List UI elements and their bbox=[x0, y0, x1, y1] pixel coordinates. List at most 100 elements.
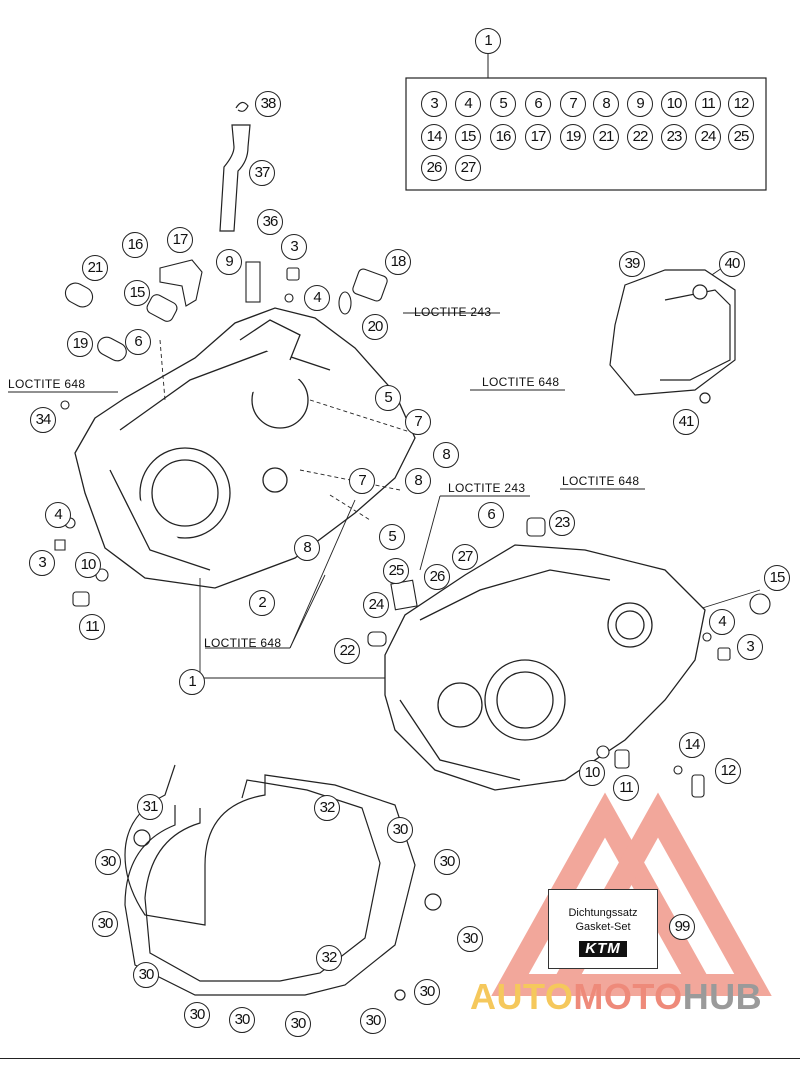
callout-30c: 30 bbox=[434, 849, 460, 875]
kit-ref-4: 4 bbox=[455, 91, 481, 117]
kit-ref-10: 10 bbox=[661, 91, 687, 117]
kit-ref-25: 25 bbox=[728, 124, 754, 150]
callout-15b: 15 bbox=[764, 565, 790, 591]
callout-3c: 3 bbox=[737, 634, 763, 660]
callout-23: 23 bbox=[549, 510, 575, 536]
watermark-part-moto: MOTO bbox=[573, 976, 683, 1017]
callout-37: 37 bbox=[249, 160, 275, 186]
callout-6b: 6 bbox=[478, 502, 504, 528]
watermark-part-auto: AUTO bbox=[470, 976, 574, 1017]
callout-1-bottom: 1 bbox=[179, 669, 205, 695]
callout-39: 39 bbox=[619, 251, 645, 277]
callout-11b: 11 bbox=[613, 775, 639, 801]
kit-ref-27: 27 bbox=[455, 155, 481, 181]
callout-40: 40 bbox=[719, 251, 745, 277]
kit-box-frame bbox=[405, 77, 767, 191]
kit-ref-21: 21 bbox=[593, 124, 619, 150]
kit-ref-11: 11 bbox=[695, 91, 721, 117]
kit-ref-3: 3 bbox=[421, 91, 447, 117]
callout-30g: 30 bbox=[414, 979, 440, 1005]
kit-ref-26: 26 bbox=[421, 155, 447, 181]
callout-9: 9 bbox=[216, 249, 242, 275]
callout-19: 19 bbox=[67, 331, 93, 357]
loctite-243-top: LOCTITE 243 bbox=[414, 305, 492, 319]
callout-30h: 30 bbox=[184, 1002, 210, 1028]
callout-30j: 30 bbox=[285, 1011, 311, 1037]
watermark-text: AUTOMOTOHUB bbox=[470, 976, 762, 1018]
callout-30b: 30 bbox=[95, 849, 121, 875]
callout-32a: 32 bbox=[314, 795, 340, 821]
loctite-648-left: LOCTITE 648 bbox=[8, 377, 86, 391]
callout-4b: 4 bbox=[45, 502, 71, 528]
loctite-243-mid: LOCTITE 243 bbox=[448, 481, 526, 495]
callout-21: 21 bbox=[82, 255, 108, 281]
callout-3b: 3 bbox=[29, 550, 55, 576]
callout-7a: 7 bbox=[405, 409, 431, 435]
kit-ref-8: 8 bbox=[593, 91, 619, 117]
kit-ref-22: 22 bbox=[627, 124, 653, 150]
kit-ref-5: 5 bbox=[490, 91, 516, 117]
ignition-cover bbox=[609, 269, 736, 404]
callout-30i: 30 bbox=[229, 1007, 255, 1033]
callout-4c: 4 bbox=[709, 609, 735, 635]
callout-25: 25 bbox=[383, 558, 409, 584]
callout-26: 26 bbox=[424, 564, 450, 590]
callout-31: 31 bbox=[137, 794, 163, 820]
callout-10a: 10 bbox=[75, 552, 101, 578]
callout-36: 36 bbox=[257, 209, 283, 235]
kit-ref-23: 23 bbox=[661, 124, 687, 150]
callout-14: 14 bbox=[679, 732, 705, 758]
callout-8c: 8 bbox=[294, 535, 320, 561]
callout-11a: 11 bbox=[79, 614, 105, 640]
gasket-set-box: Dichtungssatz Gasket-Set KTM bbox=[548, 889, 658, 969]
kit-ref-24: 24 bbox=[695, 124, 721, 150]
crankcase-gasket bbox=[124, 764, 442, 1001]
callout-5a: 5 bbox=[375, 385, 401, 411]
left-crankcase-half bbox=[74, 307, 416, 589]
callout-27: 27 bbox=[452, 544, 478, 570]
oil-pipe bbox=[219, 101, 251, 232]
right-half-small-parts bbox=[367, 517, 771, 798]
callout-99: 99 bbox=[669, 914, 695, 940]
callout-30a: 30 bbox=[387, 817, 413, 843]
callout-41: 41 bbox=[673, 409, 699, 435]
kit-ref-15: 15 bbox=[455, 124, 481, 150]
callout-7b: 7 bbox=[349, 468, 375, 494]
callout-38: 38 bbox=[255, 91, 281, 117]
callout-20: 20 bbox=[362, 314, 388, 340]
callout-10b: 10 bbox=[579, 760, 605, 786]
kit-ref-14: 14 bbox=[421, 124, 447, 150]
right-crankcase-half bbox=[384, 544, 706, 791]
callout-30d: 30 bbox=[92, 911, 118, 937]
callout-3a: 3 bbox=[281, 234, 307, 260]
loctite-648-bottom: LOCTITE 648 bbox=[204, 636, 282, 650]
callout-30e: 30 bbox=[457, 926, 483, 952]
loctite-648-mid: LOCTITE 648 bbox=[562, 474, 640, 488]
callout-4a: 4 bbox=[304, 285, 330, 311]
kit-header-ref-1: 1 bbox=[475, 28, 501, 54]
left-half-small-parts bbox=[54, 259, 388, 607]
callout-8b: 8 bbox=[405, 468, 431, 494]
kit-ref-16: 16 bbox=[490, 124, 516, 150]
kit-ref-9: 9 bbox=[627, 91, 653, 117]
kit-ref-6: 6 bbox=[525, 91, 551, 117]
callout-24: 24 bbox=[363, 592, 389, 618]
kit-ref-12: 12 bbox=[728, 91, 754, 117]
callout-17: 17 bbox=[167, 227, 193, 253]
callout-2: 2 bbox=[249, 590, 275, 616]
callout-6a: 6 bbox=[125, 329, 151, 355]
loctite-648-right: LOCTITE 648 bbox=[482, 375, 560, 389]
callout-22: 22 bbox=[334, 638, 360, 664]
kit-ref-7: 7 bbox=[560, 91, 586, 117]
callout-30k: 30 bbox=[360, 1008, 386, 1034]
gasket-set-line2: Gasket-Set bbox=[575, 921, 631, 933]
callout-18: 18 bbox=[385, 249, 411, 275]
callout-12: 12 bbox=[715, 758, 741, 784]
callout-30f: 30 bbox=[133, 962, 159, 988]
ktm-logo: KTM bbox=[579, 941, 627, 957]
callout-5b: 5 bbox=[379, 524, 405, 550]
kit-ref-19: 19 bbox=[560, 124, 586, 150]
bottom-rule bbox=[0, 1058, 800, 1059]
watermark-part-hub: HUB bbox=[682, 976, 763, 1017]
